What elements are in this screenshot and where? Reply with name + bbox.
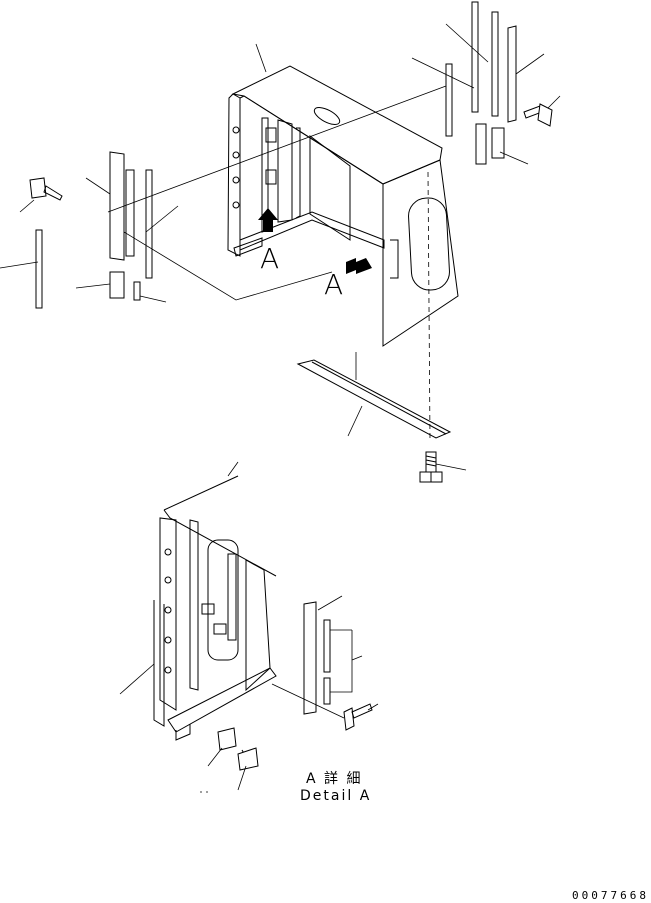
detail-caption-jp: A 詳 細 [306, 771, 363, 787]
arrow-up-icon [258, 208, 278, 232]
left-strips [29, 151, 153, 309]
arrow-right-icon [346, 258, 372, 274]
detail-a-parts [217, 601, 373, 771]
right-strips [445, 1, 553, 165]
detail-caption-en: Detail A [300, 788, 372, 804]
view-marker-a-left: A [260, 242, 280, 275]
detail-a-assembly [153, 475, 277, 741]
cover-assembly [227, 65, 459, 441]
view-marker-a-right: A [324, 268, 344, 301]
leader-lines-main [0, 23, 561, 471]
bottom-rail [296, 359, 452, 439]
floor-bolt [419, 451, 443, 483]
leader-lines-detail [119, 461, 379, 793]
drawing-number: 00077668 [572, 889, 649, 902]
